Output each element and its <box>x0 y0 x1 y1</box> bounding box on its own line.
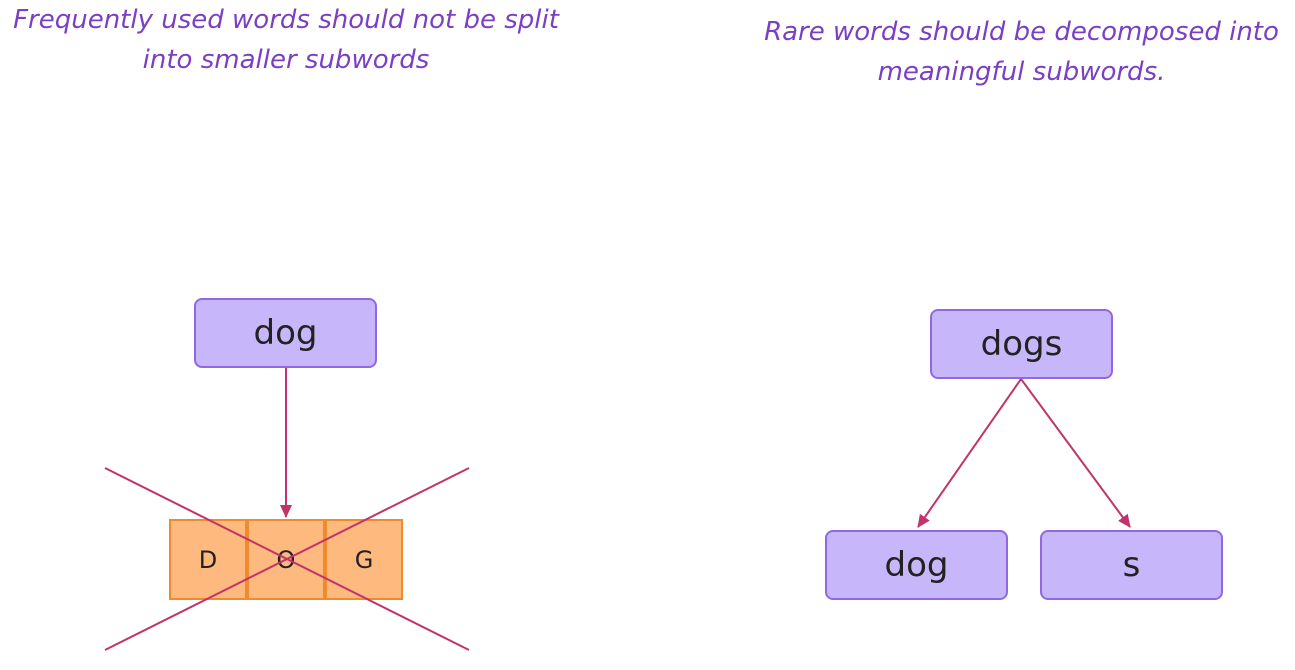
char-cell-d: D <box>169 519 247 600</box>
word-box-dog: dog <box>194 298 377 368</box>
caption-rare-words: Rare words should be decomposed into mea… <box>748 12 1295 92</box>
caption-line: meaningful subwords. <box>877 57 1166 87</box>
arrow-dogs-to-s <box>1020 378 1131 528</box>
char-cell-o: O <box>247 519 325 600</box>
caption-line: Frequently used words should not be spli… <box>13 5 559 35</box>
char-cell-g: G <box>325 519 403 600</box>
arrow-dogs-to-dog <box>917 378 1022 528</box>
subword-box-dog: dog <box>825 530 1008 600</box>
caption-line: Rare words should be decomposed into <box>764 17 1279 47</box>
word-box-dogs: dogs <box>930 309 1113 379</box>
caption-line: into smaller subwords <box>142 45 430 75</box>
caption-frequent-words: Frequently used words should not be spli… <box>0 0 572 80</box>
subword-box-s: s <box>1040 530 1223 600</box>
